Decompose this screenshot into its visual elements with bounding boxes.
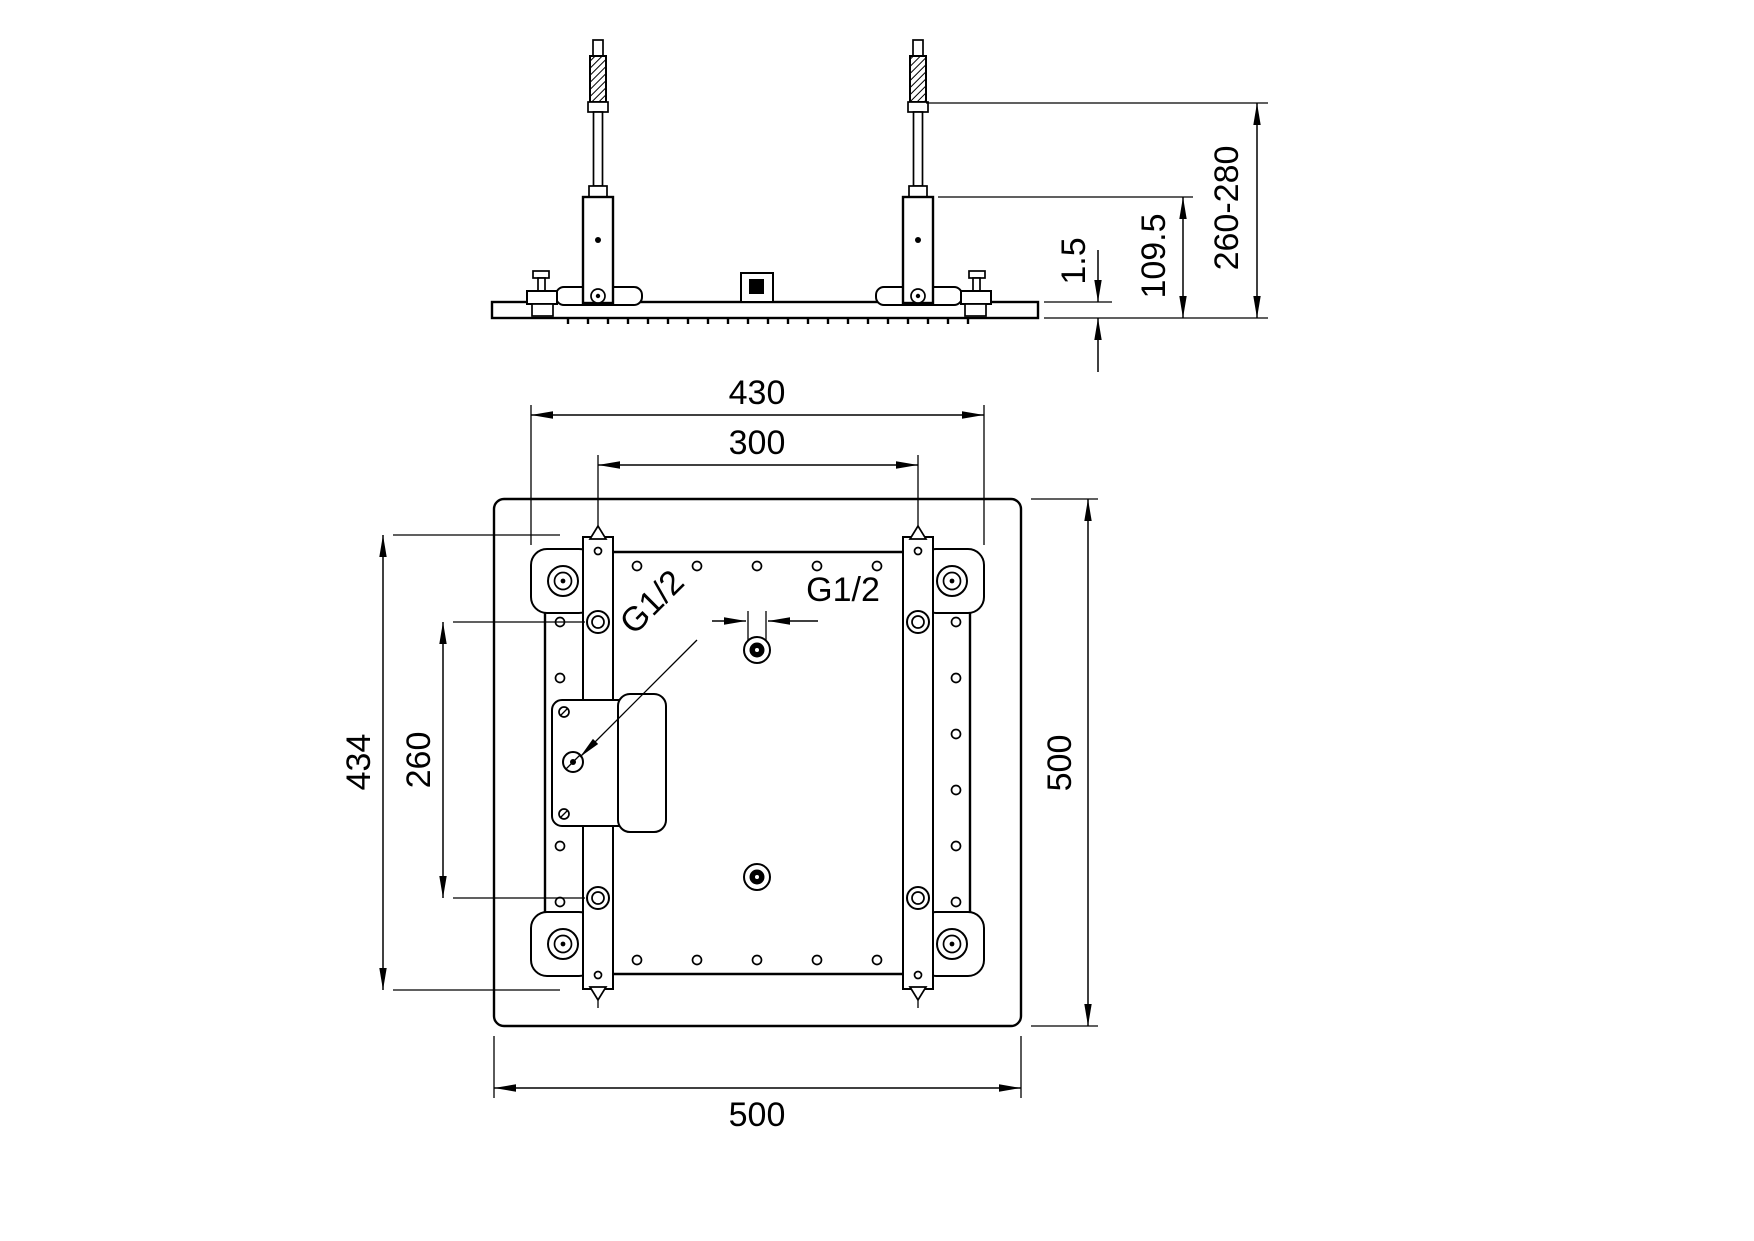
plan-view: G1/2 G1/2 430 300 434	[340, 374, 1098, 1134]
left-rod-collar	[588, 185, 608, 198]
center-thread-ports	[743, 636, 771, 891]
dim-outer-width-label: 500	[729, 1096, 786, 1134]
thread-callout-center-label: G1/2	[806, 571, 880, 609]
dim-bracket-hole-spacing-label: 260	[400, 732, 438, 789]
left-rod	[592, 111, 604, 187]
right-bracket-hole	[915, 237, 921, 243]
corner-bosses	[530, 548, 985, 977]
dim-bracket-height: 109.5	[938, 196, 1193, 318]
center-connector	[740, 272, 774, 303]
right-rod-cap	[912, 39, 924, 57]
right-pivot-dot	[915, 293, 921, 299]
nozzle-ticks	[566, 318, 970, 324]
left-rod-nut	[587, 101, 609, 113]
dim-mounting-width-label: 430	[729, 374, 786, 412]
dim-adjustment-range-label: 260-280	[1208, 146, 1246, 271]
dim-outer-height: 500	[1031, 498, 1098, 1027]
right-bracket-assembly	[875, 39, 963, 306]
dim-mounting-height: 434	[340, 534, 560, 991]
left-edge-clamp	[526, 270, 558, 317]
inlet-connection-plate	[551, 693, 667, 833]
left-bracket-assembly	[555, 39, 643, 306]
left-bracket-hole	[595, 237, 601, 243]
dim-outer-width: 500	[493, 1036, 1022, 1134]
dim-mounting-height-label: 434	[340, 734, 378, 791]
dim-adjustment-range: 260-280	[926, 102, 1268, 319]
thread-callout-center: G1/2	[712, 571, 880, 641]
left-threaded-rod	[589, 55, 607, 103]
right-rod-collar	[908, 185, 928, 198]
dim-bracket-hole-spacing: 260	[400, 621, 585, 899]
dim-rail-spacing: 300	[597, 424, 919, 527]
right-rod	[912, 111, 924, 187]
right-threaded-rod	[909, 55, 927, 103]
side-elevation-view: 1.5 109.5 260-280	[490, 39, 1268, 372]
dim-rail-spacing-label: 300	[729, 424, 786, 462]
left-rod-cap	[592, 39, 604, 57]
right-bracket-body	[901, 195, 935, 305]
right-edge-clamp	[960, 270, 992, 317]
dim-plate-thickness-label: 1.5	[1055, 237, 1093, 284]
dim-mounting-width: 430	[530, 374, 985, 545]
inner-frame	[543, 550, 972, 976]
right-rail	[902, 524, 934, 1008]
right-rod-nut	[907, 101, 929, 113]
dim-plate-thickness: 1.5	[1044, 237, 1112, 372]
left-pivot-dot	[595, 293, 601, 299]
dim-bracket-height-label: 109.5	[1135, 213, 1173, 298]
left-bracket-body	[581, 195, 615, 305]
dim-outer-height-label: 500	[1041, 735, 1079, 792]
